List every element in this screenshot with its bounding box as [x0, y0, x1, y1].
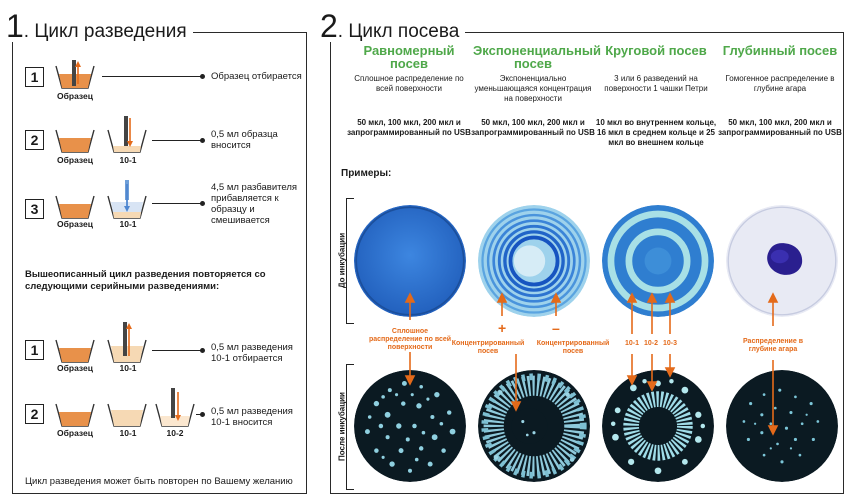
leader-dot — [200, 412, 205, 417]
method-desc-uniform: Сплошное распределение по всей поверхнос… — [354, 74, 464, 93]
leader-dot — [200, 201, 205, 206]
annotation-dilution-3: 10-3 — [662, 340, 677, 347]
step-2b-number: 2 — [25, 404, 44, 424]
leader-dot — [200, 138, 205, 143]
footer-note: Цикл разведения может быть повторен по В… — [25, 476, 293, 487]
plating-cycle-title: 2. Цикл посева — [318, 10, 466, 42]
step-3-description: 4,5 мл разбавителя прибавляется к образц… — [211, 182, 298, 226]
method-title-uniform: Равномерный посев — [363, 43, 455, 71]
leader-line — [102, 76, 202, 77]
diluent-cup-icon — [107, 180, 147, 219]
cup-label: Образец — [57, 219, 93, 229]
bracket-tick — [346, 198, 354, 199]
method-desc-circular: 3 или 6 разведений на поверхности 1 чашк… — [604, 74, 708, 93]
plate-uniform-after — [354, 370, 466, 482]
annotation-conc-left: Концентрированный посев — [451, 340, 525, 355]
before-incubation-bracket — [346, 198, 347, 324]
annotation-uniform: Сплошное распределение по всей поверхнос… — [368, 328, 452, 351]
cup-label: Образец — [57, 363, 93, 373]
dilution-cup-icon — [107, 116, 147, 153]
before-incubation-label: До инкубации — [337, 232, 347, 289]
annotation-conc-right: Концентрированный посев — [536, 340, 610, 355]
method-desc-depth: Гомогенное распределение в глубине агара — [725, 74, 835, 93]
bracket-tick — [346, 364, 354, 365]
cup-label: Образец — [57, 91, 93, 101]
cup-label: 10-2 — [166, 428, 184, 438]
dilution-cup-icon — [107, 403, 147, 427]
step-2-number: 2 — [25, 130, 44, 150]
cup-label: Образец — [57, 428, 93, 438]
method-title-depth: Глубинный посев — [722, 43, 838, 58]
method-title-circular: Круговой посев — [605, 43, 707, 58]
annotation-dilution-1: 10-1 — [624, 340, 639, 347]
leader-line — [152, 350, 202, 351]
sample-cup-icon — [55, 339, 95, 363]
plate-exponential-before — [478, 205, 590, 317]
step-1b-description: 0,5 мл разведения 10-1 отбирается — [211, 342, 293, 364]
repeat-note: Вышеописанный цикл разведения повторяетс… — [25, 269, 266, 292]
step-2-description: 0,5 мл образца вносится — [211, 129, 278, 151]
method-volumes-circular: 10 мкл во внутреннем кольце, 16 мкл в ср… — [595, 118, 717, 147]
step-1-number: 1 — [25, 67, 44, 87]
bracket-tick — [346, 489, 354, 490]
annotation-minus: – — [552, 320, 560, 336]
leader-line — [152, 203, 202, 204]
plate-circular-before — [602, 205, 714, 317]
cup-label: 10-1 — [119, 428, 137, 438]
annotation-arrows — [404, 292, 779, 436]
bracket-tick — [346, 323, 354, 324]
sample-cup-icon — [55, 129, 95, 153]
annotation-plus: + — [498, 320, 507, 336]
method-volumes-uniform: 50 мкл, 100 мкл, 200 мкл и запрограммиро… — [347, 118, 471, 137]
cup-label: 10-1 — [119, 155, 137, 165]
sample-cup-icon — [55, 195, 95, 219]
method-title-exponential: Экспоненциальный посев — [473, 43, 601, 71]
method-volumes-depth: 50 мкл, 100 мкл, 200 мкл и запрограммиро… — [718, 118, 842, 137]
plate-exponential-after — [478, 370, 590, 482]
cup-label: 10-1 — [119, 363, 137, 373]
plate-depth-after — [726, 370, 838, 482]
dilution-cup-icon — [155, 388, 195, 427]
method-volumes-exponential: 50 мкл, 100 мкл, 200 мкл и запрограммиро… — [471, 118, 595, 137]
cup-label: 10-1 — [119, 219, 137, 229]
leader-dot — [200, 348, 205, 353]
step-1b-number: 1 — [25, 340, 44, 360]
step-3-number: 3 — [25, 199, 44, 219]
plate-depth-before — [726, 205, 838, 317]
leader-dot — [200, 74, 205, 79]
leader-line — [196, 414, 202, 415]
plate-circular-after — [602, 370, 714, 482]
after-incubation-bracket — [346, 364, 347, 490]
plating-cycle-frame — [330, 32, 844, 494]
annotation-dilution-2: 10-2 — [643, 340, 658, 347]
annotation-depth: Распределение в глубине агара — [742, 338, 804, 353]
dilution-cup-icon — [107, 322, 147, 363]
sample-cup-icon — [55, 60, 95, 89]
cup-label: Образец — [57, 155, 93, 165]
leader-line — [152, 140, 202, 141]
dilution-cycle-title: 1. Цикл разведения — [4, 10, 193, 42]
sample-cup-icon — [55, 403, 95, 427]
method-desc-exponential: Экспоненциально уменьшающаяся концентрац… — [474, 74, 592, 103]
examples-label: Примеры: — [341, 168, 392, 179]
step-1-description: Образец отбирается — [211, 71, 302, 82]
step-2b-description: 0,5 мл разведения 10-1 вносится — [211, 406, 293, 428]
